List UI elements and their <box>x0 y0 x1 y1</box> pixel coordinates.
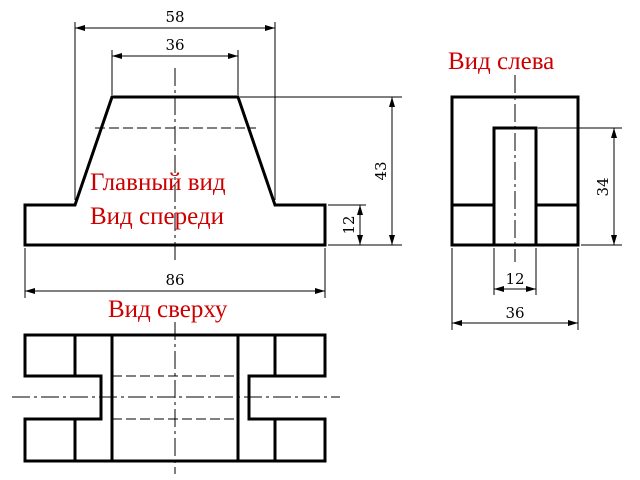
front-dimensions: 58 36 86 43 12 <box>24 8 402 298</box>
dim-side-height: 34 <box>594 177 612 196</box>
label-front-view: Вид спереди <box>90 203 224 230</box>
dim-top-width: 58 <box>165 8 184 26</box>
dim-side-width: 36 <box>505 304 524 322</box>
label-left-view: Вид слева <box>448 48 554 75</box>
label-top-view: Вид сверху <box>108 296 228 323</box>
front-view-outline <box>23 95 327 247</box>
dim-base-height: 12 <box>340 215 358 234</box>
dim-base-width: 86 <box>165 271 184 289</box>
dim-top-inner: 36 <box>165 36 184 54</box>
left-view <box>450 75 580 262</box>
label-main-view: Главный вид <box>90 169 226 196</box>
front-view <box>23 68 327 260</box>
dim-side-slot: 12 <box>505 270 524 288</box>
top-view-outline <box>23 333 327 463</box>
top-view <box>12 322 340 474</box>
left-dimensions: 34 12 36 <box>451 127 622 330</box>
dim-total-height: 43 <box>372 161 390 180</box>
